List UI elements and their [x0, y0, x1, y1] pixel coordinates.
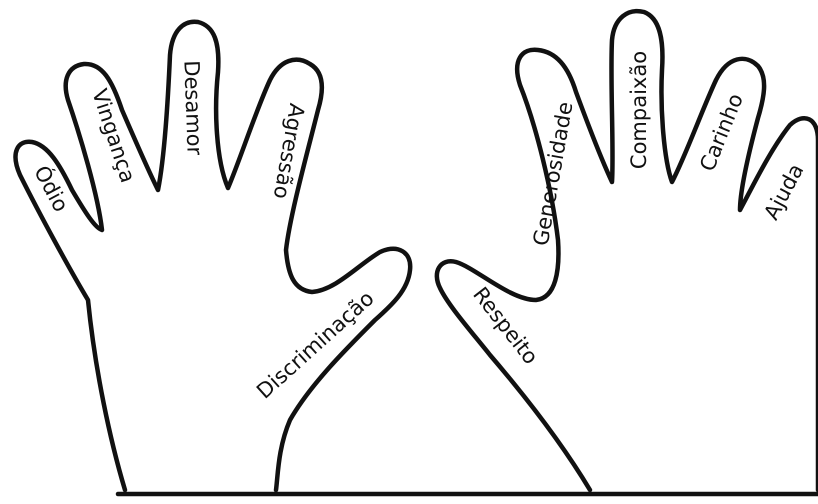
finger-label-compaixao: Compaixão	[627, 51, 651, 169]
finger-label-desamor: Desamor	[179, 60, 206, 156]
left-hand: Ódio Vingança Desamor Agressão Discrimin…	[16, 22, 411, 490]
left-hand-outline	[16, 22, 411, 490]
right-hand: Respeito Generosidade Compaixão Carinho …	[437, 11, 818, 490]
